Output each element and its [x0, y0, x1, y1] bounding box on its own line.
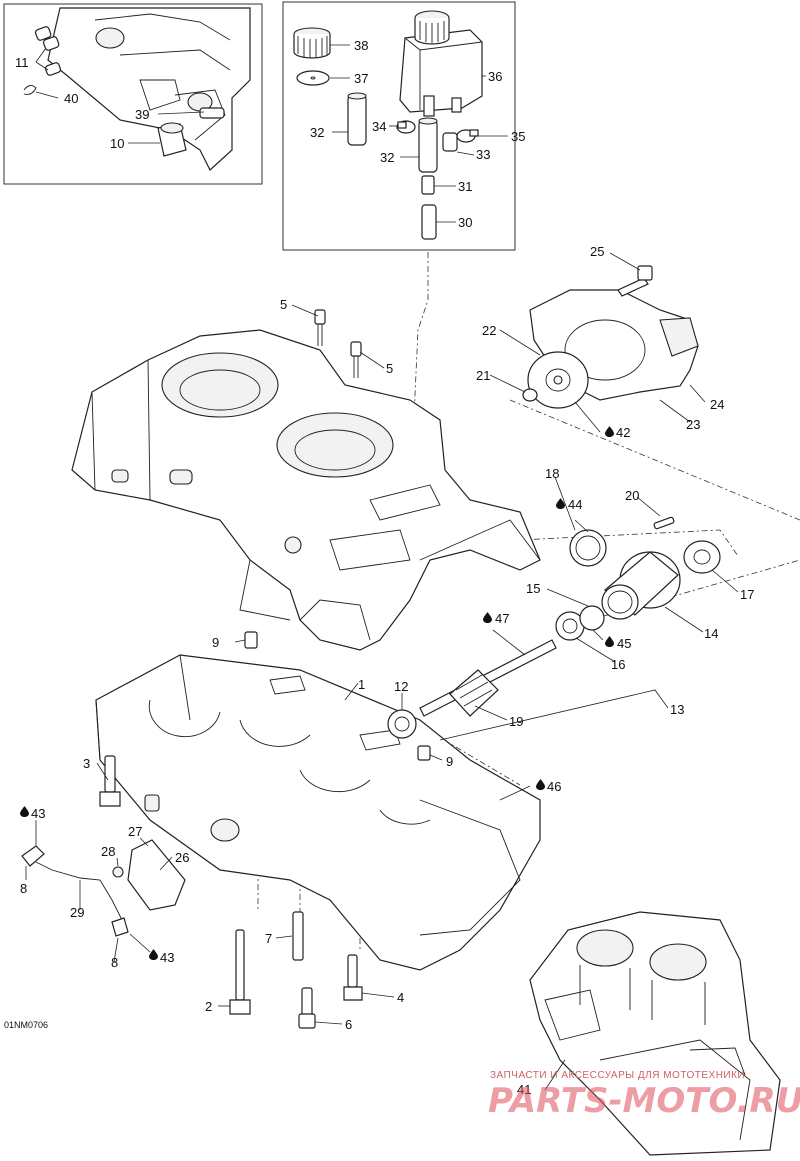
callout-label: 46 — [547, 779, 561, 794]
callout-label: 26 — [175, 850, 189, 865]
callout-label: 20 — [625, 488, 639, 503]
callout-label: 27 — [128, 824, 142, 839]
callout-label: 29 — [70, 905, 84, 920]
callout-label: 14 — [704, 626, 718, 641]
inset-top-left — [3, 3, 263, 185]
callout-label: 40 — [64, 91, 78, 106]
oil-drop-icon — [536, 779, 545, 790]
oil-drop-icon — [605, 426, 614, 437]
callout-label: 39 — [135, 107, 149, 122]
callout-label: 44 — [568, 497, 582, 512]
callout-label: 30 — [458, 215, 472, 230]
callout-label: 9 — [446, 754, 453, 769]
callout-label: 43 — [160, 950, 174, 965]
callout-label: 42 — [616, 425, 630, 440]
callout-label: 36 — [488, 69, 502, 84]
callout-label: 8 — [111, 955, 118, 970]
upper-crankcase — [71, 309, 541, 651]
callout-label: 6 — [345, 1017, 352, 1032]
callout-label: 5 — [386, 361, 393, 376]
callout-label: 17 — [740, 587, 754, 602]
callout-label: 32 — [380, 150, 394, 165]
oil-drop-icon — [605, 636, 614, 647]
callout-label: 41 — [517, 1082, 531, 1097]
water-pump-assembly — [522, 265, 699, 409]
callout-label: 5 — [280, 297, 287, 312]
callout-label: 12 — [394, 679, 408, 694]
callout-label: 13 — [670, 702, 684, 717]
watermark-logo: PARTS-MOTO.RU — [488, 1081, 800, 1121]
callout-label: 4 — [397, 990, 404, 1005]
callout-label: 23 — [686, 417, 700, 432]
callout-label: 10 — [110, 136, 124, 151]
callout-label: 11 — [15, 55, 29, 70]
oil-drop-icon — [20, 806, 29, 817]
watermark: ЗАПЧАСТИ И АКСЕССУАРЫ ДЛЯ МОТОТЕХНИКИ PA… — [488, 1070, 800, 1121]
callout-label: 32 — [310, 125, 324, 140]
callout-label: 43 — [31, 806, 45, 821]
callout-label: 2 — [205, 999, 212, 1014]
diagram-reference: 01NM0706 — [4, 1020, 48, 1030]
crankshaft-assembly — [387, 516, 721, 739]
callout-label: 3 — [83, 756, 90, 771]
callout-label: 19 — [509, 714, 523, 729]
oil-drop-icon — [483, 612, 492, 623]
callout-label: 34 — [372, 119, 386, 134]
oil-drop-icon — [149, 949, 158, 960]
callout-label: 47 — [495, 611, 509, 626]
callout-label: 22 — [482, 323, 496, 338]
callout-label: 7 — [265, 931, 272, 946]
callout-label: 18 — [545, 466, 559, 481]
callout-label: 1 — [358, 677, 365, 692]
callout-label: 38 — [354, 38, 368, 53]
callout-label: 28 — [101, 844, 115, 859]
callout-label: 37 — [354, 71, 368, 86]
lower-crankcase — [21, 631, 541, 1029]
callout-label: 33 — [476, 147, 490, 162]
watermark-caption: ЗАПЧАСТИ И АКСЕССУАРЫ ДЛЯ МОТОТЕХНИКИ — [490, 1070, 745, 1081]
callout-label: 45 — [617, 636, 631, 651]
callout-label: 31 — [458, 179, 472, 194]
inset-top-center — [282, 1, 516, 251]
callout-labels: 11 40 39 10 38 37 36 32 34 35 33 32 31 3… — [15, 38, 754, 1097]
callout-label: 35 — [511, 129, 525, 144]
callout-label: 24 — [710, 397, 724, 412]
callout-label: 8 — [20, 881, 27, 896]
leader-lines — [25, 252, 739, 1091]
callout-label: 9 — [212, 635, 219, 650]
engine-overview — [529, 911, 781, 1156]
callout-label: 15 — [526, 581, 540, 596]
callout-label: 25 — [590, 244, 604, 259]
callout-label: 21 — [476, 368, 490, 383]
callout-label: 16 — [611, 657, 625, 672]
